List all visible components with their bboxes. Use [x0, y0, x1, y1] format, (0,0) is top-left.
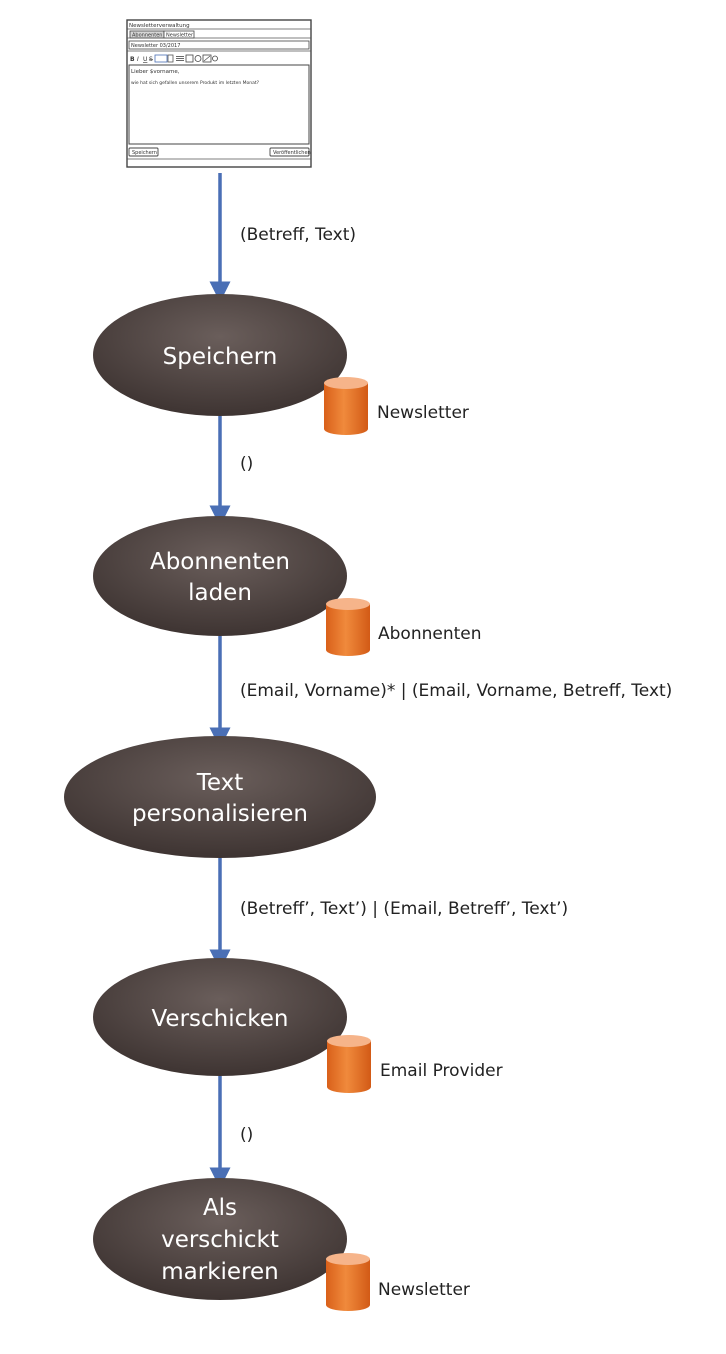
editor-toolbar: B I U S: [130, 54, 218, 63]
node-als-verschickt-markieren: Als verschickt markieren: [93, 1178, 347, 1300]
node-markieren-label-line1: Als: [203, 1195, 237, 1221]
edge-label-empty-1: (): [240, 454, 253, 474]
store-abonnenten-label: Abonnenten: [378, 624, 482, 644]
node-verschicken: Verschicken: [93, 958, 347, 1076]
undo-icon[interactable]: [185, 54, 194, 63]
link-icon[interactable]: [212, 55, 218, 62]
newsletter-body-textarea[interactable]: [128, 64, 310, 145]
edge-label-empty-2: (): [240, 1125, 253, 1145]
node-verschicken-label: Verschicken: [151, 1006, 288, 1032]
node-personalisieren-label-line1: Text: [196, 770, 244, 796]
edge-label-email-vorname: (Email, Vorname)* | (Email, Vorname, Bet…: [240, 681, 672, 701]
subject-field[interactable]: [128, 40, 310, 50]
database-icon: [327, 1035, 371, 1093]
database-icon: [324, 377, 368, 435]
save-button-label: Speichern: [132, 150, 157, 156]
publish-button[interactable]: [269, 147, 310, 157]
underline-icon[interactable]: U: [143, 56, 147, 63]
node-markieren-label-line3: markieren: [161, 1259, 279, 1285]
store-email-provider-label: Email Provider: [380, 1061, 503, 1081]
tab-newsletter-label: Newsletter: [166, 33, 194, 39]
list-icon[interactable]: [176, 56, 184, 61]
italic-icon[interactable]: I: [137, 56, 139, 63]
store-newsletter-1: Newsletter: [324, 377, 469, 435]
store-newsletter-2: Newsletter: [326, 1253, 470, 1311]
store-newsletter-1-label: Newsletter: [377, 403, 469, 423]
store-abonnenten: Abonnenten: [326, 598, 482, 656]
edge-label-betreff-text: (Betreff, Text): [240, 225, 356, 245]
node-markieren-label-line2: verschickt: [161, 1227, 279, 1253]
node-personalisieren-label-line2: personalisieren: [132, 801, 308, 827]
redo-icon[interactable]: [194, 55, 202, 62]
node-speichern: Speichern: [93, 294, 347, 416]
store-newsletter-2-label: Newsletter: [378, 1280, 470, 1300]
align-icon[interactable]: [167, 54, 174, 63]
database-icon: [326, 598, 370, 656]
node-abonnenten-label-line2: laden: [188, 580, 252, 606]
tab-abonnenten-label: Abonnenten: [132, 33, 162, 39]
body-text: wie hat sich gefallen unserem Produkt im…: [131, 80, 260, 86]
node-abonnenten-label-line1: Abonnenten: [150, 549, 290, 575]
database-icon: [326, 1253, 370, 1311]
node-speichern-label: Speichern: [163, 344, 278, 370]
edge-label-betreff-prime: (Betreff’, Text’) | (Email, Betreff’, Te…: [240, 899, 568, 919]
node-text-personalisieren: Text personalisieren: [64, 736, 376, 858]
body-greeting: Lieber $vorname,: [131, 69, 180, 75]
newsletter-editor-mockup: Newsletterverwaltung Abonnenten Newslett…: [126, 19, 312, 168]
font-size-icon[interactable]: [154, 54, 168, 63]
mockup-window-title: Newsletterverwaltung: [129, 23, 190, 29]
store-email-provider: Email Provider: [327, 1035, 503, 1093]
bold-icon[interactable]: B: [130, 56, 135, 63]
publish-button-label: Veröffentlichen: [273, 150, 311, 156]
image-icon[interactable]: [202, 54, 212, 63]
node-abonnenten-laden: Abonnenten laden: [93, 516, 347, 636]
strikethrough-icon[interactable]: S: [149, 56, 153, 63]
subject-field-value: Newsletter 03/2017: [131, 43, 180, 49]
save-button[interactable]: [128, 147, 159, 157]
